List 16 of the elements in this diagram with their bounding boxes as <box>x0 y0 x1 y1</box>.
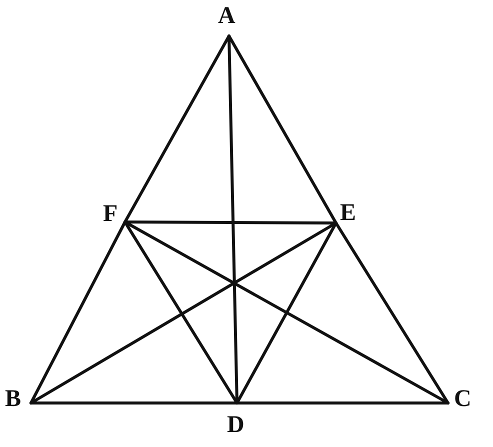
line-segment <box>30 220 126 404</box>
vertex-label: D <box>227 413 244 437</box>
vertex-label: C <box>454 387 472 411</box>
vertex-label: E <box>340 201 356 225</box>
line-segment <box>124 220 238 404</box>
line-segment <box>30 402 238 404</box>
line-segment <box>124 220 338 224</box>
line-segment <box>228 34 338 224</box>
vertex-label: B <box>5 387 22 411</box>
line-segment <box>124 34 230 224</box>
line-segment <box>334 222 450 404</box>
line-segment <box>236 222 338 404</box>
line-segment <box>236 402 450 404</box>
line-segment <box>124 220 450 404</box>
vertex-label: A <box>218 4 236 28</box>
vertex-label: F <box>103 202 118 226</box>
